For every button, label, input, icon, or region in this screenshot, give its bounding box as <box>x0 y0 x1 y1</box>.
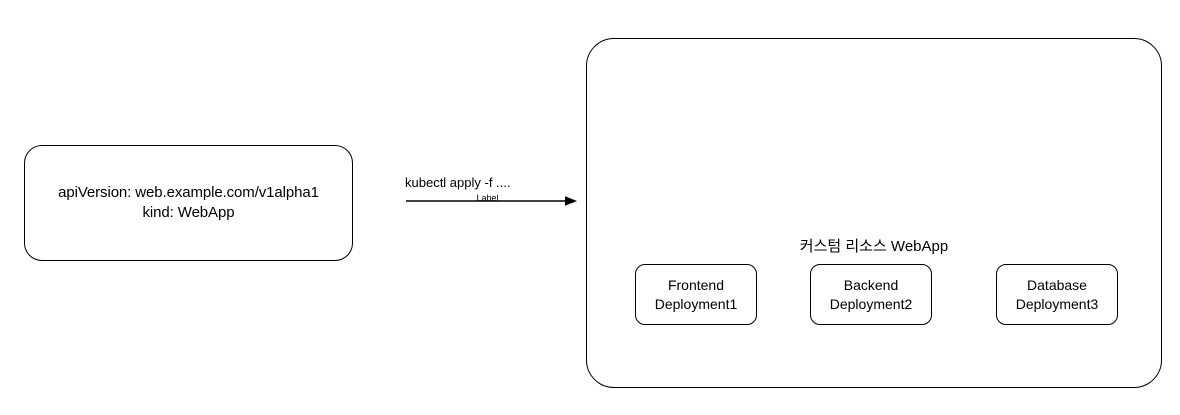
database-deployment-box[interactable]: Database Deployment3 <box>996 264 1118 325</box>
frontend-deployment-box[interactable]: Frontend Deployment1 <box>635 264 757 325</box>
custom-resource-manifest-text: apiVersion: web.example.com/v1alpha1 kin… <box>58 184 319 221</box>
custom-resource-webapp-container[interactable]: 커스텀 리소스 WebApp <box>586 38 1162 388</box>
backend-deployment-label: Backend Deployment2 <box>829 276 913 312</box>
arrow-line-icon <box>406 196 577 206</box>
kubectl-apply-caption: kubectl apply -f .... <box>405 175 511 190</box>
arrow-label-text: Label <box>476 193 499 203</box>
frontend-deployment-label: Frontend Deployment1 <box>654 276 738 312</box>
kubectl-apply-arrow[interactable]: kubectl apply -f .... Label <box>405 175 577 208</box>
custom-resource-manifest-box[interactable]: apiVersion: web.example.com/v1alpha1 kin… <box>24 145 353 261</box>
database-deployment-label: Database Deployment3 <box>1015 276 1099 312</box>
backend-deployment-box[interactable]: Backend Deployment2 <box>810 264 932 325</box>
custom-resource-webapp-title: 커스텀 리소스 WebApp <box>799 238 949 255</box>
